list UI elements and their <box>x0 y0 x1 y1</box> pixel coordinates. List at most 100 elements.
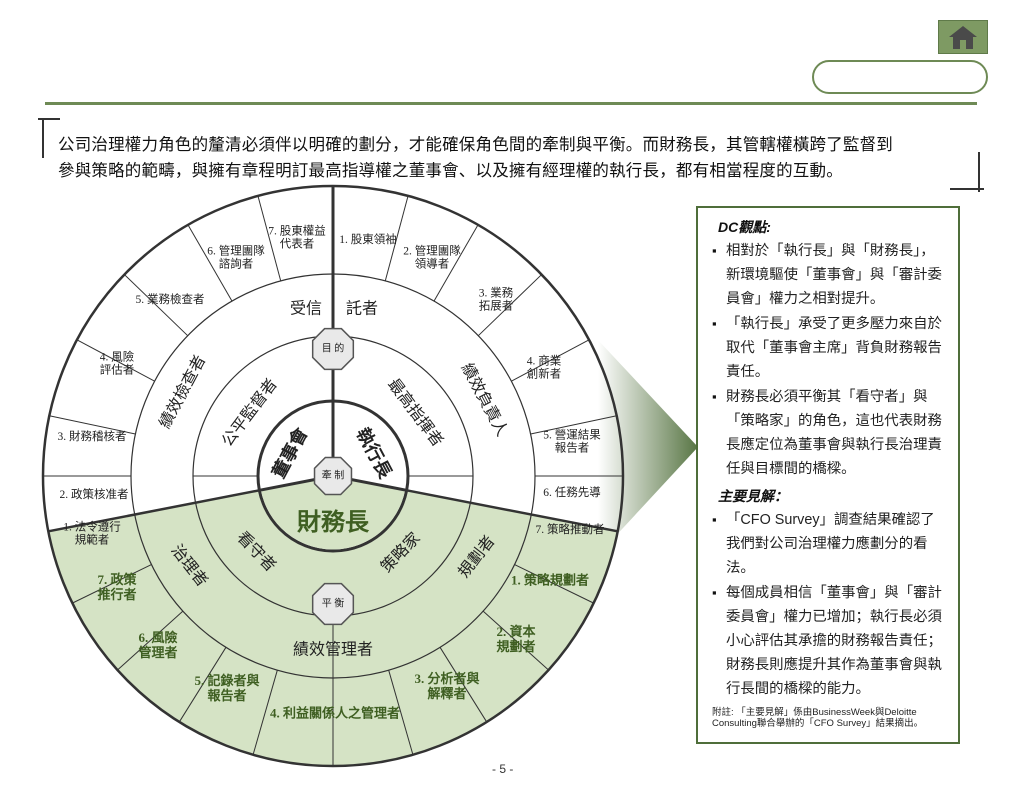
trustee-right-label-line: 託者 <box>346 300 378 318</box>
hub-center <box>313 456 353 496</box>
trustee-left-label-line: 受信 <box>290 300 322 318</box>
right-role-label: 7. 策略推動者 <box>536 522 605 536</box>
top-hub-label-line: 目 的 <box>322 342 345 355</box>
cfo-role-label-line: 推行者 <box>97 587 136 602</box>
top-hub-label: 目 的 <box>322 342 345 355</box>
left-role-label-line: 代表者 <box>280 237 315 251</box>
dc-title: DC觀點: <box>718 219 771 235</box>
dc-item: 相對於「執行長」與「財務長」，新環境驅使「董事會」與「審計委員會」權力之相對提升… <box>712 239 948 311</box>
outer-divider <box>124 274 189 337</box>
right-role-label-line: 2. 管理團隊 <box>403 243 461 257</box>
cfo-divider <box>482 610 549 671</box>
cfo-boundary-left <box>48 489 260 533</box>
cfo-divider <box>439 647 488 723</box>
cfo-role-label-line: 6. 風險 <box>138 630 177 645</box>
intro-line-1: 公司治理權力角色的釐清必須伴以明確的劃分，才能確保角色間的牽制與平衡。而財務長，… <box>58 136 893 154</box>
cfo-divider <box>388 670 414 755</box>
title-pill <box>812 60 988 94</box>
right-role-label-line: 創新者 <box>527 367 562 381</box>
dc-viewpoint-panel: DC觀點: 相對於「執行長」與「財務長」，新環境驅使「董事會」與「審計委員會」權… <box>696 206 960 744</box>
key-list: 「CFO Survey」調查結果確認了我們對公司治理權力應劃分的看法。 每個成員… <box>712 508 948 701</box>
right-role-label-line: 4. 商業 <box>527 353 562 367</box>
right-role-label-line: 報告者 <box>555 442 590 455</box>
cfo-role-label-line: 2. 資本 <box>496 624 535 639</box>
cfo-role-label-line: 5. 記錄者與 <box>194 673 259 688</box>
left-role-label-line: 5. 業務檢查者 <box>136 292 205 306</box>
left-role-label: 3. 財務稽核者 <box>58 429 127 443</box>
right-role-label: 6. 任務先導 <box>543 485 601 499</box>
intro-line-2: 參與策略的範疇，與擁有章程明訂最高指導權之董事會、以及擁有經理權的執行長，都有相… <box>58 162 843 180</box>
intro-text: 公司治理權力角色的釐清必須伴以明確的劃分，才能確保角色間的牽制與平衡。而財務長，… <box>58 132 978 184</box>
page-number: - 5 - <box>492 762 514 776</box>
cfo-role-label-line: 3. 分析者與 <box>414 671 479 686</box>
intro-box: 公司治理權力角色的釐清必須伴以明確的劃分，才能確保角色間的牽制與平衡。而財務長，… <box>38 118 984 192</box>
cfo-divider <box>117 610 184 671</box>
bottom-hub-label-line: 平 衡 <box>322 598 345 610</box>
header-rule <box>45 102 977 105</box>
key-item: 「CFO Survey」調查結果確認了我們對公司治理權力應劃分的看法。 <box>712 508 948 580</box>
right-role-label-line: 3. 業務 <box>479 285 514 299</box>
cfo-divider <box>178 647 227 723</box>
center-hub-label: 牽 制 <box>322 469 345 482</box>
right-role-label-line: 7. 策略推動者 <box>536 522 605 536</box>
trustee-right-label: 託者 <box>346 300 378 318</box>
right-role-label-line: 1. 股東領袖 <box>339 232 397 246</box>
cfo-label-line: 財務長 <box>297 509 370 536</box>
outer-divider <box>187 224 233 302</box>
bottom-hub-label: 平 衡 <box>322 598 345 610</box>
center-hub-label-line: 牽 制 <box>322 469 345 482</box>
cfo-divider <box>514 564 594 604</box>
home-button[interactable] <box>938 20 988 54</box>
corner-br-h <box>950 188 984 190</box>
hub-bottom <box>311 582 355 626</box>
right-role-label-line: 領導者 <box>415 257 450 271</box>
left-role-label-line: 7. 股東權益 <box>268 223 326 237</box>
right-role-label: 1. 股東領袖 <box>339 232 397 246</box>
cfo-divider <box>252 670 278 755</box>
left-role-label-line: 4. 風險 <box>100 349 135 363</box>
hub-top <box>311 327 355 371</box>
cfo-role-label-line: 7. 政策 <box>97 572 137 587</box>
cfo-role-label-line: 4. 利益關係人之管理者 <box>270 706 400 721</box>
right-role-label-line: 拓展者 <box>479 299 514 313</box>
outer-divider <box>433 224 479 302</box>
connector-beam <box>598 340 698 555</box>
trustee-left-label: 受信 <box>290 300 322 318</box>
outer-divider <box>49 415 136 435</box>
cfo-role-label-line: 規劃者 <box>496 639 535 654</box>
cfo-role-label: 4. 利益關係人之管理者 <box>270 706 400 721</box>
outer-divider <box>76 339 155 382</box>
left-role-label: 5. 業務檢查者 <box>136 292 205 306</box>
left-role-label-line: 2. 政策核准者 <box>60 487 129 501</box>
perf-owner-label: 績效負責人 <box>458 360 511 439</box>
inner-cfo-fill <box>260 476 406 550</box>
key-item: 每個成員相信「董事會」與「審計委員會」權力已增加；執行長必須小心評估其承擔的財務… <box>712 581 948 701</box>
footnote: 附註: 「主要見解」係由BusinessWeek與Deloitte Consul… <box>712 707 924 729</box>
cfo-boundary-right <box>406 489 618 533</box>
cfo-divider <box>72 564 152 604</box>
perf-checker-label-line: 績效檢查者 <box>156 352 209 431</box>
cfo-role-label-line: 報告者 <box>207 688 246 703</box>
left-role-label-line: 3. 財務稽核者 <box>58 429 127 443</box>
outer-divider <box>477 274 542 337</box>
left-role-label-line: 諮詢者 <box>219 257 254 271</box>
left-role-label-line: 規範者 <box>75 533 110 547</box>
right-role-label-line: 6. 任務先導 <box>543 485 601 499</box>
perf-manager-label-line: 績效管理者 <box>293 641 373 659</box>
perf-checker-label: 績效檢查者 <box>156 352 209 431</box>
outer-divider <box>257 195 282 282</box>
